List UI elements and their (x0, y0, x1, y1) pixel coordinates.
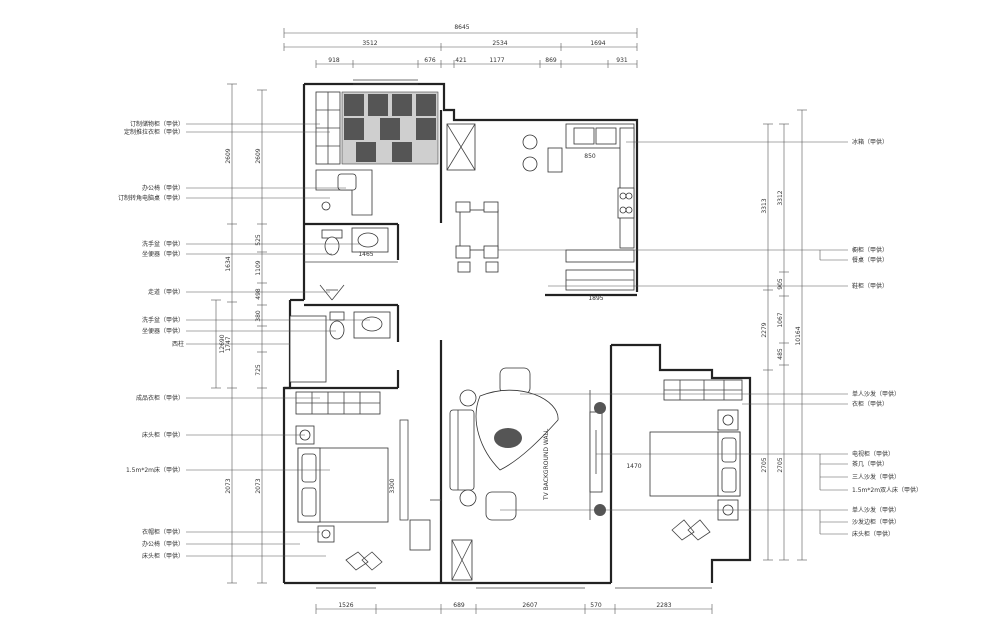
label-left-15: 办公椅（甲供） (142, 540, 184, 548)
label-left-10: 西柱 (172, 340, 184, 348)
left-labels: 订制储物柜（甲供） 定制推拉衣柜（甲供） 办公椅（甲供） 订制转角电脑桌（甲供）… (118, 120, 370, 560)
walls (282, 79, 752, 589)
storage-cabinet (315, 91, 439, 165)
left-dimensions: 2609 1634 1747 2073 12690 2609 525 1109 … (211, 83, 267, 584)
label-left-2: 定制推拉衣柜（甲供） (124, 128, 184, 136)
dim-right-outer-1: 3313 (761, 198, 768, 213)
label-right-1: 冰箱（甲供） (852, 138, 888, 146)
dim-left-inner-5: 380 (255, 310, 262, 322)
label-left-9: 坐便器（甲供） (142, 327, 184, 335)
dim-top-seg-1: 3512 (362, 40, 377, 47)
dim-bottom-5: 2283 (656, 602, 671, 609)
label-left-4: 订制转角电脑桌（甲供） (118, 194, 184, 202)
label-right-10: 1.5m*2m双人床（甲供） (852, 486, 922, 494)
bedroom-right (649, 379, 743, 541)
label-left-14: 衣帽柜（甲供） (142, 528, 184, 536)
plan-small-dims: 850 1465 1895 3300 1470 (358, 153, 641, 494)
dim-bottom-4: 570 (590, 602, 602, 609)
dim-right-inner-2: 905 (777, 278, 784, 290)
dim-bottom-1: 1526 (338, 602, 353, 609)
label-right-11: 单人沙发（甲供） (852, 506, 900, 514)
label-left-13: 1.5m*2m床（甲供） (126, 466, 184, 474)
dim-left-outer-2: 1634 (225, 256, 232, 271)
bedroom-left (295, 391, 431, 571)
dim-top-small-1: 918 (328, 57, 340, 64)
dim-top-total: 8645 (454, 24, 469, 31)
label-left-5: 洗手盆（甲供） (142, 240, 184, 248)
dim-plan-3: 1895 (588, 295, 603, 302)
dim-top-small-6: 931 (616, 57, 628, 64)
dim-plan-1: 850 (584, 153, 596, 160)
label-right-13: 床头柜（甲供） (852, 530, 894, 538)
tv-wall-label: TV BACKGROUND WALL (543, 428, 550, 501)
dim-right-inner-4: 485 (777, 348, 784, 360)
dim-left-inner-2: 525 (255, 234, 262, 246)
dim-right-outer-2: 2279 (761, 322, 768, 337)
dim-top-small-4: 1177 (489, 57, 504, 64)
dim-bottom-3: 2607 (522, 602, 537, 609)
corner-desk (315, 169, 373, 216)
dim-left-inner-7: 2073 (255, 478, 262, 493)
label-right-5: 单人沙发（甲供） (852, 390, 900, 398)
label-left-12: 床头柜（甲供） (142, 431, 184, 439)
dim-left-inner-6: 725 (255, 364, 262, 376)
dim-bottom-2: 689 (453, 602, 465, 609)
dim-left-outer-4: 2073 (225, 478, 232, 493)
label-right-8: 茶几（甲供） (852, 460, 888, 468)
dim-top-seg-3: 1694 (590, 40, 605, 47)
top-dimensions: 8645 3512 2534 1694 918 676 421 1177 869… (283, 24, 638, 68)
living-room: TV BACKGROUND WALL (430, 367, 606, 581)
right-dimensions: 3313 2279 2705 3312 905 1067 485 2705 10… (761, 109, 807, 561)
dining-table (455, 201, 499, 273)
dim-plan-4: 3300 (389, 478, 396, 493)
label-right-4: 鞋柜（甲供） (852, 282, 888, 290)
bottom-dimensions: 1526 689 2607 570 2283 (315, 602, 713, 614)
hallway (319, 284, 345, 301)
label-right-3: 餐桌（甲供） (852, 256, 888, 264)
label-left-6: 坐便器（甲供） (142, 250, 184, 258)
dim-left-outer-1: 2609 (225, 148, 232, 163)
label-right-9: 三人沙发（甲供） (852, 473, 900, 481)
dim-left-inner-4: 498 (255, 288, 262, 300)
bathroom-lower (289, 311, 391, 383)
label-left-3: 办公椅（甲供） (142, 184, 184, 192)
dim-right-inner-1: 3312 (777, 190, 784, 205)
dim-top-small-3: 421 (455, 57, 467, 64)
label-left-11: 成品衣柜（甲供） (136, 394, 184, 402)
label-left-8: 洗手盆（甲供） (142, 316, 184, 324)
dim-top-seg-2: 2534 (492, 40, 507, 47)
dim-left-inner-1: 2609 (255, 148, 262, 163)
label-left-1: 订制储物柜（甲供） (130, 120, 184, 128)
label-left-7: 走道（甲供） (148, 288, 184, 296)
dim-right-inner-5: 2705 (777, 457, 784, 472)
label-right-7: 电视柜（甲供） (852, 450, 894, 458)
dim-top-small-5: 869 (545, 57, 557, 64)
dim-right-inner-3: 1067 (777, 312, 784, 327)
dim-plan-5: 1470 (626, 463, 641, 470)
dim-top-small-2: 676 (424, 57, 436, 64)
label-right-6: 衣柜（甲供） (852, 400, 888, 408)
label-right-12: 沙发边柜（甲供） (852, 518, 900, 526)
kitchen (446, 123, 635, 291)
bathroom-upper (304, 227, 398, 263)
dim-right-outer-3: 2705 (761, 457, 768, 472)
dim-plan-2: 1465 (358, 251, 373, 258)
dim-right-total: 10164 (795, 326, 802, 345)
label-right-2: 橱柜（甲供） (852, 246, 888, 254)
right-labels: 冰箱（甲供） 橱柜（甲供） 餐桌（甲供） 鞋柜（甲供） 单人沙发（甲供） 衣柜（… (498, 138, 922, 538)
dim-left-inner-3: 1109 (255, 260, 262, 275)
label-left-16: 床头柜（甲供） (142, 552, 184, 560)
